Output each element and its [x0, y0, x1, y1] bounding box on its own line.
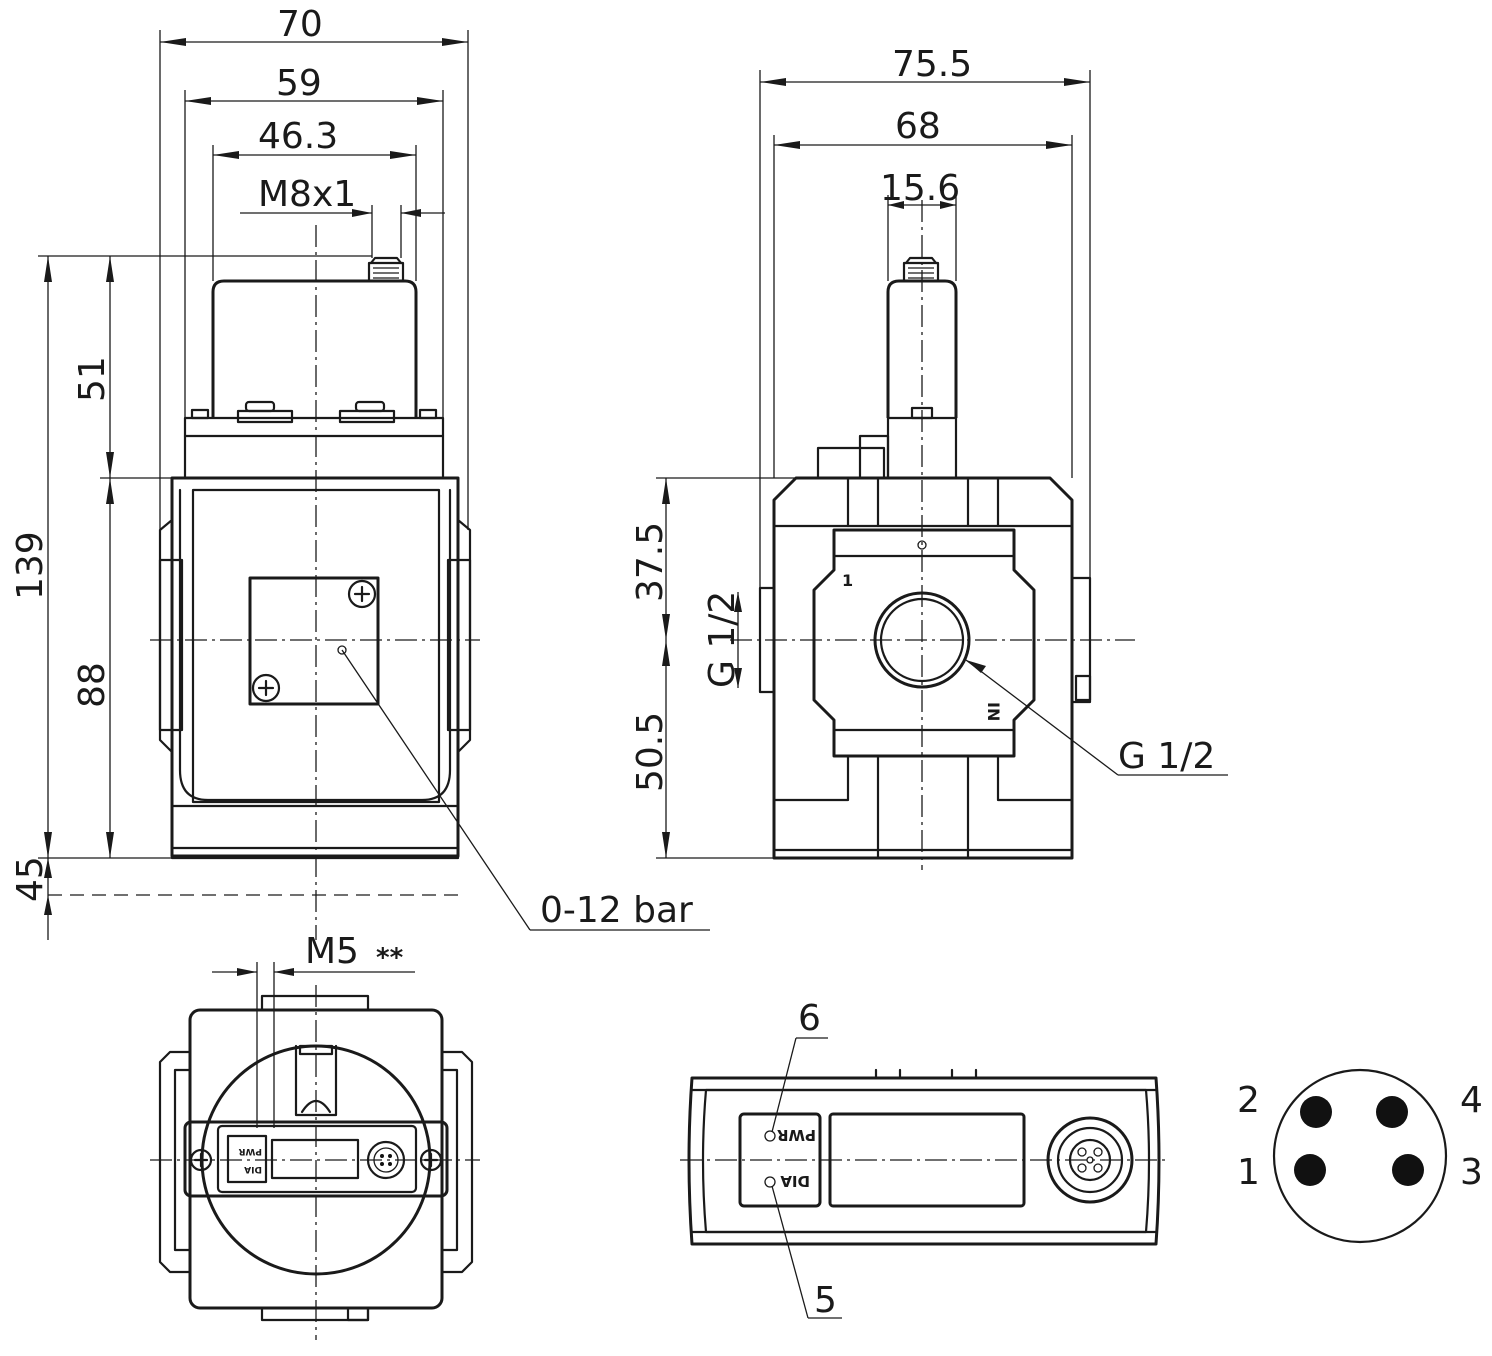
pin-4-dot — [1376, 1096, 1408, 1128]
display-led-panel — [738, 1112, 822, 1208]
side-left-boss — [758, 586, 776, 694]
gauge-center-point — [337, 645, 347, 655]
dim-label-37-5: 37.5 — [630, 522, 671, 602]
dim-label-15-6: 15.6 — [880, 168, 960, 209]
side-valve-body: 1 IN — [758, 476, 1092, 860]
pin-2-dot — [1300, 1096, 1332, 1128]
display-lcd-window — [828, 1112, 1026, 1208]
display-m12-socket — [1046, 1116, 1134, 1204]
display-led-pwr — [764, 1130, 776, 1142]
display-dia-label: DIA — [780, 1172, 810, 1190]
top-view: PWR DIA M5 ** — [150, 931, 480, 1340]
gauge-screw-top-right — [347, 579, 377, 609]
pin-4-label: 4 — [1460, 1080, 1483, 1121]
pin-3-label: 3 — [1460, 1152, 1483, 1193]
top-led-dia-label: DIA — [244, 1164, 262, 1174]
front-actuator-housing — [183, 256, 445, 480]
front-valve-body — [158, 476, 472, 860]
side-right-boss — [1070, 576, 1092, 704]
pinout-outline — [1272, 1068, 1448, 1244]
front-vertical-dimensions: 139 51 88 45 — [10, 255, 372, 940]
dim-label-51: 51 — [72, 356, 113, 402]
side-vertical-dimensions: 37.5 50.5 — [630, 477, 800, 859]
gauge-screw-bottom-left — [251, 673, 281, 703]
port-label-1: 1 — [842, 571, 853, 590]
front-m8-connector — [367, 256, 405, 283]
port-label-in: IN — [984, 702, 1003, 721]
dim-label-m8x1: M8x1 — [258, 174, 356, 215]
dim-label-75-5: 75.5 — [892, 44, 972, 85]
side-port-inlet — [873, 591, 971, 689]
top-control-plate: PWR DIA — [183, 1120, 449, 1198]
dim-label-m5-note: ** — [376, 943, 404, 973]
display-pwr-label: PWR — [776, 1126, 816, 1144]
top-m5-dimension: M5 ** — [212, 931, 415, 1128]
pressure-gauge-window — [248, 576, 380, 706]
top-m12-connector — [366, 1140, 406, 1180]
dim-label-88: 88 — [72, 662, 113, 708]
top-screw-right — [419, 1148, 443, 1172]
front-screw-head-left — [244, 400, 276, 413]
side-actuator-stem — [816, 256, 958, 480]
callout-5: 5 — [771, 1185, 842, 1321]
connector-pinout: 2 4 1 3 — [1237, 1068, 1483, 1244]
display-led-dia — [764, 1176, 776, 1188]
callout-6-label: 6 — [798, 998, 821, 1039]
display-detail-view: PWR DIA 6 5 — [680, 998, 1165, 1321]
dim-label-139: 139 — [10, 531, 51, 600]
port-thread-callout-left: G 1/2 — [702, 591, 743, 688]
front-horizontal-dimensions: 70 59 46.3 M8x1 — [159, 4, 469, 530]
front-screw-head-right — [354, 400, 386, 413]
dim-label-50-5: 50.5 — [630, 712, 671, 792]
dim-label-m5: M5 — [305, 931, 359, 972]
dim-label-46-3: 46.3 — [258, 116, 338, 157]
port-thread-callout-right: G 1/2 — [965, 659, 1228, 777]
pin-1-label: 1 — [1237, 1152, 1260, 1193]
front-base-plate — [170, 846, 460, 860]
port-thread-label-left: G 1/2 — [702, 591, 743, 688]
pin-2-label: 2 — [1237, 1080, 1260, 1121]
dim-label-70: 70 — [277, 4, 323, 45]
front-view: 0-12 bar 70 59 46.3 — [10, 4, 710, 940]
callout-6: 6 — [771, 998, 828, 1133]
callout-5-label: 5 — [814, 1280, 837, 1321]
dim-label-59: 59 — [276, 63, 322, 104]
pin-3-dot — [1392, 1154, 1424, 1186]
dim-label-45: 45 — [10, 856, 51, 902]
display-housing — [687, 1076, 1161, 1246]
pin-1-dot — [1294, 1154, 1326, 1186]
gauge-callout: 0-12 bar — [341, 649, 710, 931]
top-screw-left — [189, 1148, 213, 1172]
dim-label-68: 68 — [895, 106, 941, 147]
side-horizontal-dimensions: 75.5 68 15.6 — [759, 44, 1091, 588]
top-led-pwr-label: PWR — [238, 1146, 262, 1156]
side-view: 1 IN G 1/2 G 1/2 75.5 — [630, 44, 1228, 870]
port-thread-label-right: G 1/2 — [1118, 736, 1215, 777]
gauge-range-label: 0-12 bar — [540, 890, 693, 931]
